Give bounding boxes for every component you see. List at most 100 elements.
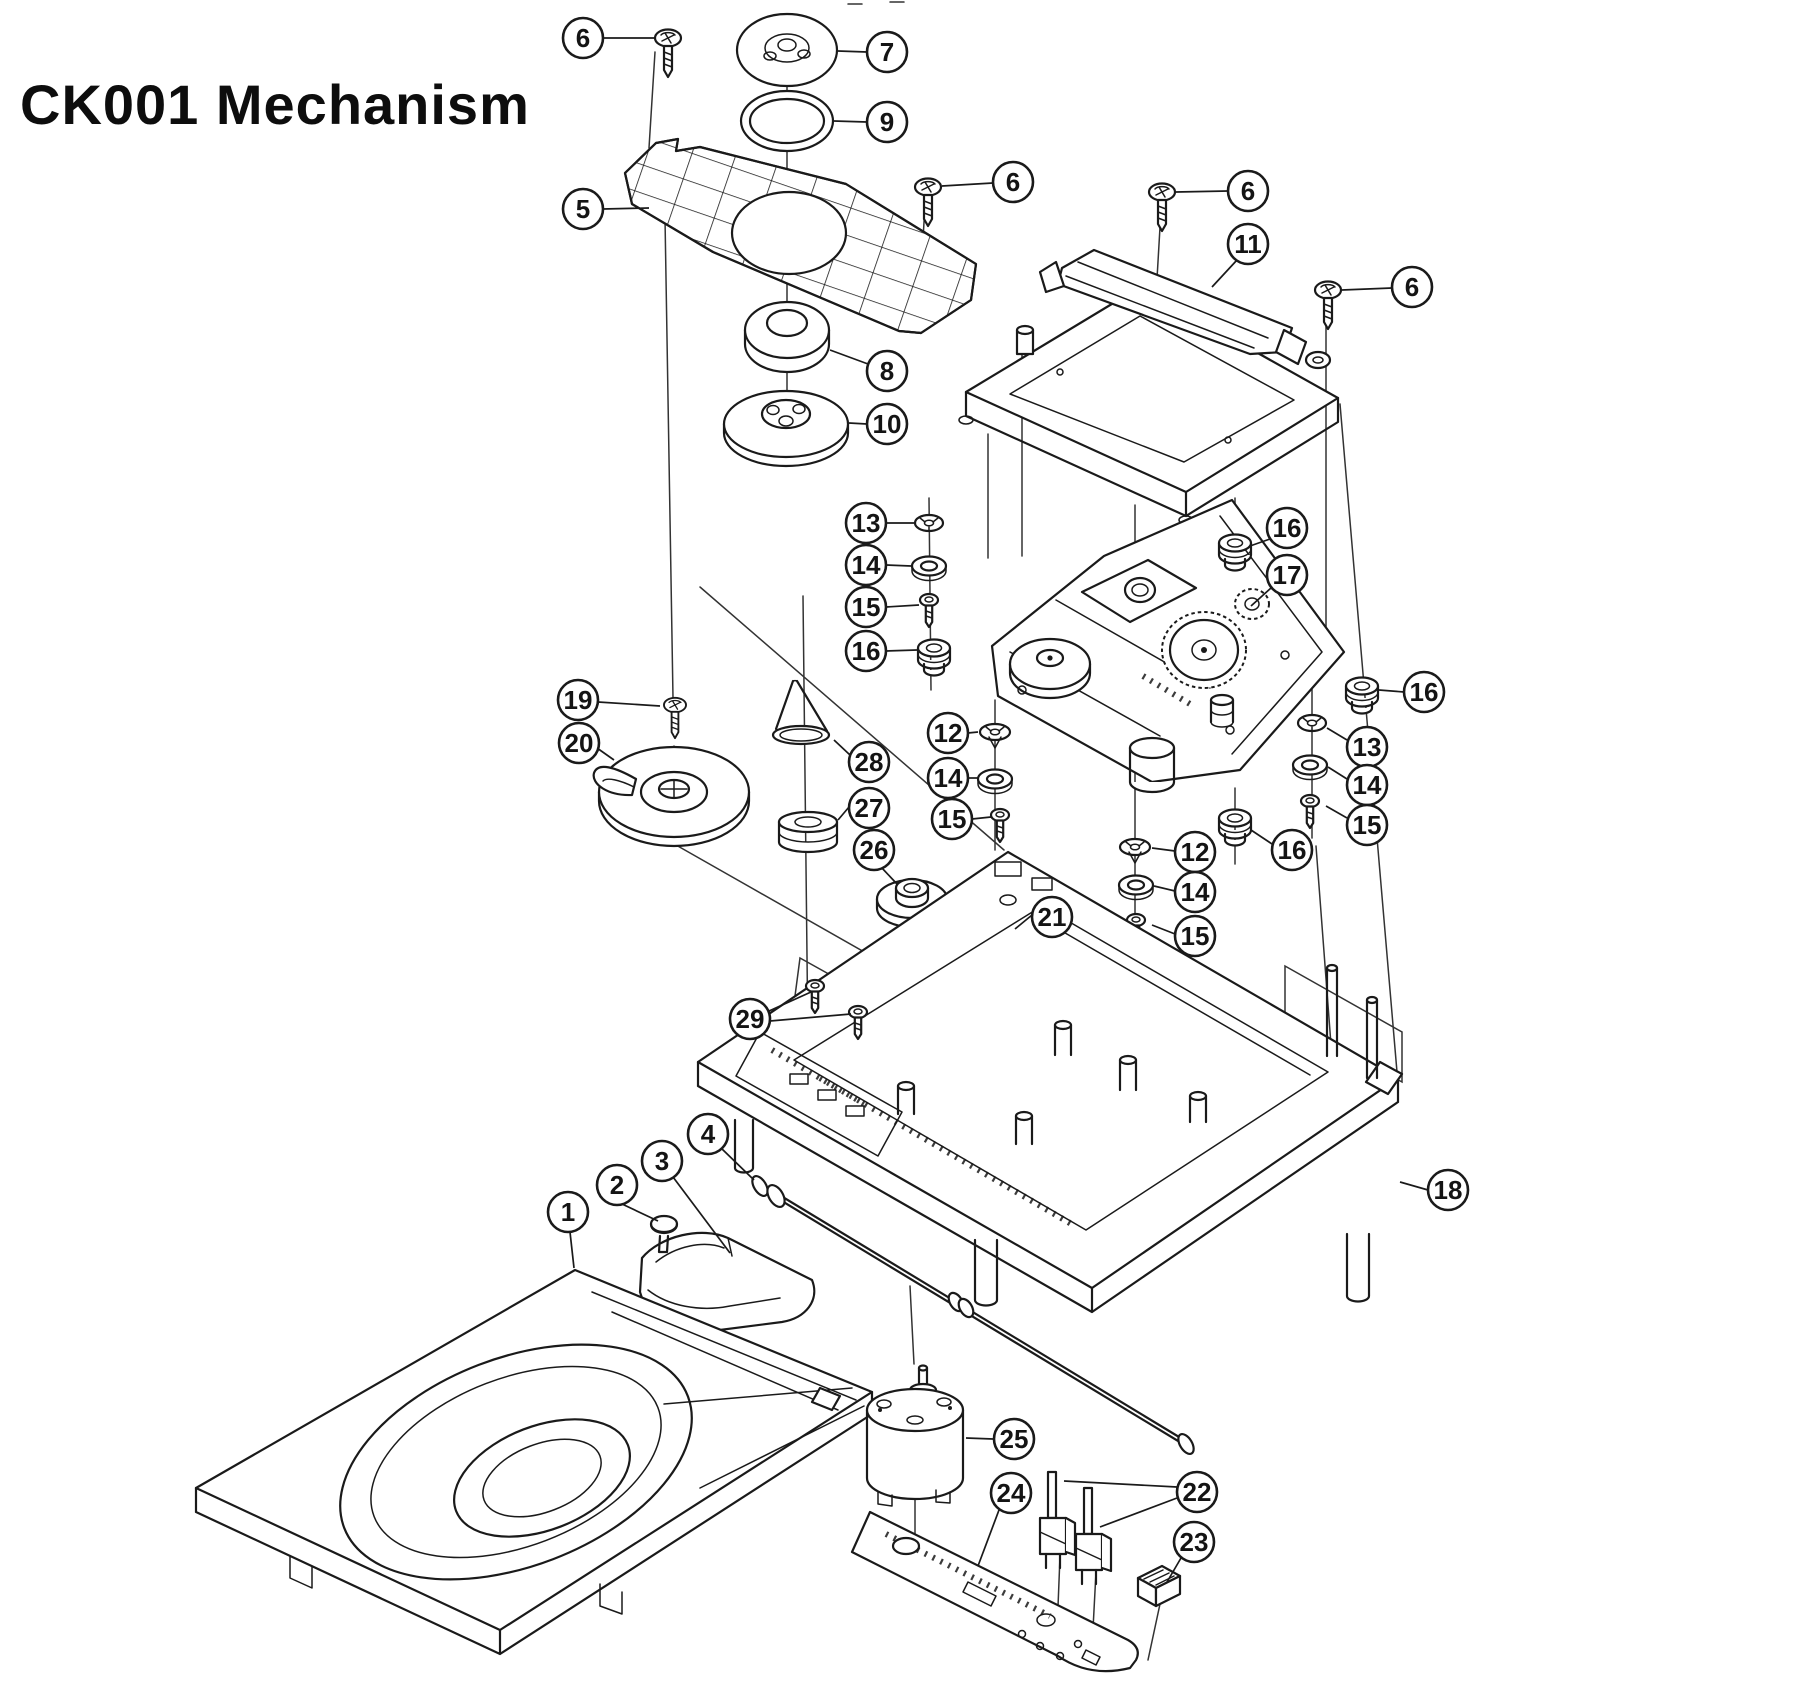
leader-line-9	[833, 120, 868, 123]
leader-line-14	[885, 564, 912, 567]
leader-line-6	[1175, 190, 1229, 193]
callout-11: 11	[1226, 222, 1270, 266]
svg-text:29: 29	[736, 1004, 765, 1034]
svg-text:24: 24	[997, 1478, 1026, 1508]
part-4-guide-shaft	[751, 1174, 1195, 1456]
part-27-pulley	[777, 810, 839, 854]
leader-line-18	[1399, 1181, 1429, 1191]
svg-text:9: 9	[880, 107, 894, 137]
leader-line-29	[769, 1013, 852, 1022]
leader-line-14	[1327, 766, 1348, 780]
callout-28: 28	[847, 740, 891, 784]
leader-line-5	[602, 207, 650, 210]
callout-6: 6	[1390, 265, 1434, 309]
svg-text:27: 27	[855, 793, 884, 823]
leader-line-29	[768, 991, 812, 1012]
svg-text:15: 15	[1181, 921, 1210, 951]
leader-line-15	[1151, 924, 1176, 935]
svg-text:16: 16	[1273, 513, 1302, 543]
callout-10: 10	[865, 402, 909, 446]
svg-text:26: 26	[860, 835, 889, 865]
part-28-belt	[771, 679, 831, 746]
callout-1: 1	[546, 1190, 590, 1234]
svg-text:20: 20	[565, 728, 594, 758]
leader-line-1	[569, 1231, 575, 1269]
svg-text:3: 3	[655, 1146, 669, 1176]
leader-line-15	[971, 816, 992, 820]
callout-16: 16	[1270, 828, 1314, 872]
callout-25: 25	[992, 1417, 1036, 1461]
leader-line-23	[1166, 1557, 1182, 1583]
leader-line-19	[597, 701, 661, 707]
callout-16: 16	[844, 629, 888, 673]
callout-23: 23	[1172, 1520, 1216, 1564]
part-22-switches	[1038, 1470, 1113, 1586]
svg-text:7: 7	[880, 37, 894, 67]
svg-text:8: 8	[880, 356, 894, 386]
svg-text:14: 14	[852, 550, 881, 580]
svg-text:14: 14	[1181, 877, 1210, 907]
callout-14: 14	[1345, 763, 1389, 807]
svg-text:25: 25	[1000, 1424, 1029, 1454]
callout-22: 22	[1175, 1470, 1219, 1514]
callout-8: 8	[865, 349, 909, 393]
leader-line-12	[1151, 847, 1176, 852]
callout-13: 13	[1345, 725, 1389, 769]
leader-line-4	[720, 1147, 755, 1181]
leader-line-11	[1211, 259, 1238, 288]
leader-line-10	[848, 422, 868, 425]
callout-19: 19	[556, 678, 600, 722]
svg-text:21: 21	[1038, 902, 1067, 932]
part-1-disc-tray	[194, 1268, 874, 1656]
part-10-turntable	[722, 389, 850, 468]
leader-line-22	[1063, 1480, 1178, 1488]
svg-text:16: 16	[852, 636, 881, 666]
callout-7: 7	[865, 30, 909, 74]
svg-text:6: 6	[1241, 176, 1255, 206]
svg-text:13: 13	[852, 508, 881, 538]
part-24-switch-pcb	[850, 1510, 1139, 1673]
part-25-motor	[865, 1364, 965, 1507]
callout-12: 12	[1173, 830, 1217, 874]
leader-line-15	[885, 604, 920, 608]
leader-line-3	[672, 1176, 731, 1254]
svg-text:22: 22	[1183, 1477, 1212, 1507]
svg-text:18: 18	[1434, 1175, 1463, 1205]
callout-27: 27	[847, 786, 891, 830]
callout-3: 3	[640, 1139, 684, 1183]
part-17-traverse-deck	[990, 498, 1346, 794]
callout-9: 9	[865, 100, 909, 144]
leader-line-26	[880, 866, 898, 885]
svg-text:14: 14	[934, 763, 963, 793]
svg-text:2: 2	[610, 1170, 624, 1200]
leader-line-6	[1341, 287, 1393, 291]
svg-text:15: 15	[938, 804, 967, 834]
callout-17: 17	[1265, 553, 1309, 597]
svg-text:16: 16	[1278, 835, 1307, 865]
part-9-ring	[739, 89, 835, 153]
callout-15: 15	[930, 797, 974, 841]
callout-24: 24	[989, 1471, 1033, 1515]
callout-4: 4	[686, 1112, 730, 1156]
leader-line-8	[829, 349, 869, 365]
svg-text:17: 17	[1273, 560, 1302, 590]
svg-text:12: 12	[934, 718, 963, 748]
callout-14: 14	[844, 543, 888, 587]
leader-line-22	[1099, 1497, 1178, 1528]
part-23-connector	[1136, 1564, 1182, 1608]
callout-18: 18	[1426, 1168, 1470, 1212]
callout-14: 14	[1173, 870, 1217, 914]
part-19-screw	[663, 696, 687, 740]
leader-line-2	[621, 1203, 659, 1222]
page-title: CK001 Mechanism	[20, 73, 530, 136]
svg-text:19: 19	[564, 685, 593, 715]
leader-lines	[569, 37, 1429, 1583]
leader-line-12	[967, 731, 979, 734]
leader-line-16	[1378, 689, 1405, 693]
svg-text:14: 14	[1353, 770, 1382, 800]
callout-26: 26	[852, 828, 896, 872]
callout-6: 6	[991, 160, 1035, 204]
svg-text:6: 6	[1006, 167, 1020, 197]
